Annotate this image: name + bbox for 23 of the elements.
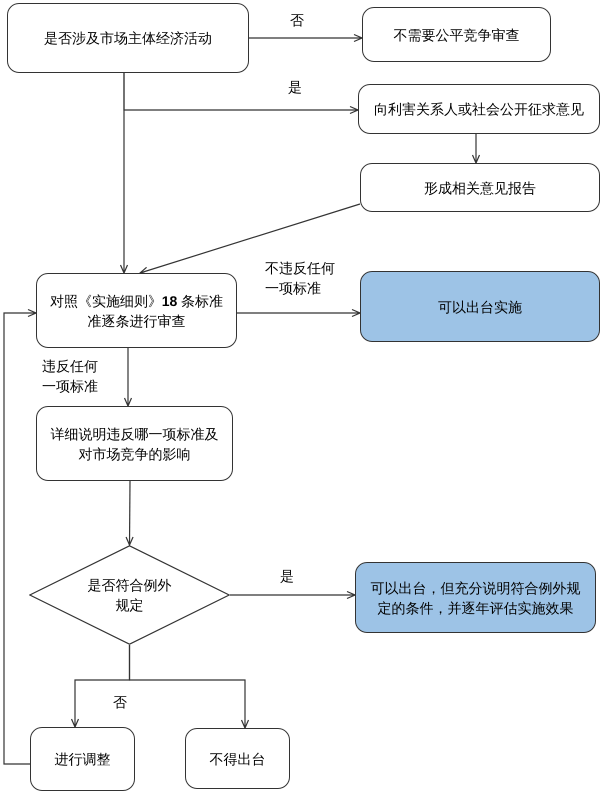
result-box: 可以出台实施	[360, 271, 600, 342]
arrow	[125, 481, 134, 546]
arrow	[139, 203, 360, 275]
process-box: 对照《实施细则》18 条标准准逐条进行审查	[36, 273, 237, 348]
process-box: 是否涉及市场主体经济活动	[7, 3, 249, 73]
process-box: 进行调整	[30, 727, 135, 791]
decision-diamond: 是否符合例外规定	[29, 545, 230, 645]
process-box: 详细说明违反哪一项标准及对市场竞争的影响	[36, 406, 233, 481]
edge-label: 违反任何一项标准	[42, 356, 100, 396]
arrow	[472, 134, 480, 164]
result-box: 可以出台，但充分说明符合例外规定的条件，并逐年评估实施效果	[355, 562, 596, 633]
arrow	[230, 590, 356, 600]
process-box: 不需要公平竞争审查	[362, 7, 551, 62]
arrow	[249, 34, 363, 42]
arrow	[128, 645, 250, 729]
edge-label: 不违反任何一项标准	[265, 258, 337, 298]
process-box: 不得出台	[185, 728, 290, 789]
arrow	[124, 348, 132, 407]
arrow	[237, 308, 361, 318]
process-box: 向利害关系人或社会公开征求意见	[358, 84, 600, 134]
arrow	[120, 73, 128, 274]
process-box: 形成相关意见报告	[360, 163, 600, 212]
arrow	[3, 308, 37, 765]
